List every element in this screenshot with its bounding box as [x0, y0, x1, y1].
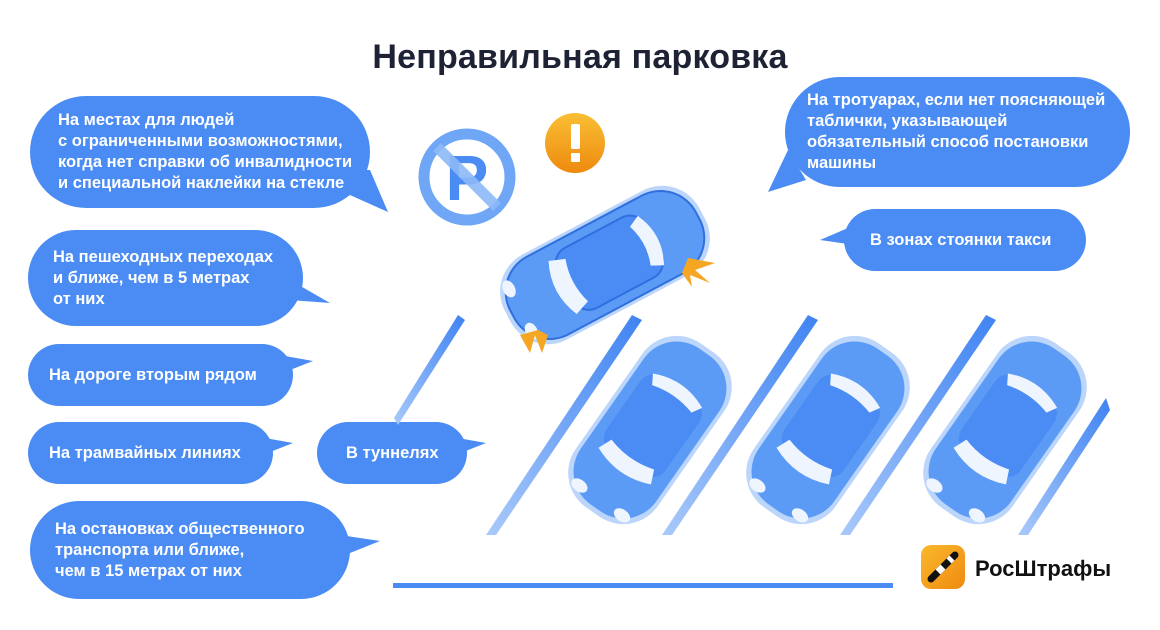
bubble-tail — [265, 438, 293, 454]
parking-lines — [393, 315, 1110, 588]
bubble-text: На пешеходных переходах и ближе, чем в 5… — [53, 247, 274, 308]
bubble-tail — [340, 535, 380, 557]
bubble-sidewalks: На тротуарах, если нет поясняющей таблич… — [785, 77, 1130, 187]
bubble-text: В туннелях — [346, 443, 439, 462]
crashed-car-icon — [500, 185, 715, 353]
page-title: Неправильная парковка — [372, 38, 788, 76]
bubble-tail — [820, 228, 848, 244]
bubble-taxi-zones: В зонах стоянки такси — [844, 209, 1086, 271]
brand-name: РосШтрафы — [975, 556, 1112, 581]
bubble-disabled-parking: На местах для людей с ограниченными возм… — [30, 96, 370, 208]
bubble-text: На местах для людей с ограниченными возм… — [58, 111, 353, 192]
no-parking-icon: P — [418, 128, 516, 226]
bubble-tail — [285, 356, 313, 372]
bubble-crosswalk: На пешеходных переходах и ближе, чем в 5… — [28, 230, 303, 326]
parked-car-icon — [923, 335, 1087, 525]
bubble-tail — [458, 438, 486, 454]
parked-car-icon — [568, 335, 732, 525]
bubble-tail — [290, 280, 330, 303]
parked-car-icon — [746, 335, 910, 525]
bubble-tail — [340, 170, 388, 212]
brand-logo-icon — [921, 545, 965, 589]
bubble-double-parking: На дороге вторым рядом — [28, 344, 293, 406]
bubble-text: На дороге вторым рядом — [49, 365, 257, 384]
bubble-text: В зонах стоянки такси — [870, 230, 1052, 249]
warning-icon — [545, 113, 605, 173]
bubble-tail — [768, 150, 806, 192]
bubble-bus-stops: На остановках общественного транспорта и… — [30, 501, 350, 599]
bubble-tunnels: В туннелях — [317, 422, 467, 484]
bubble-tram-lines: На трамвайных линиях — [28, 422, 273, 484]
bubble-text: На трамвайных линиях — [49, 443, 241, 462]
bubble-text: На остановках общественного транспорта и… — [55, 519, 305, 580]
bubble-text: На тротуарах, если нет поясняющей таблич… — [807, 91, 1106, 172]
